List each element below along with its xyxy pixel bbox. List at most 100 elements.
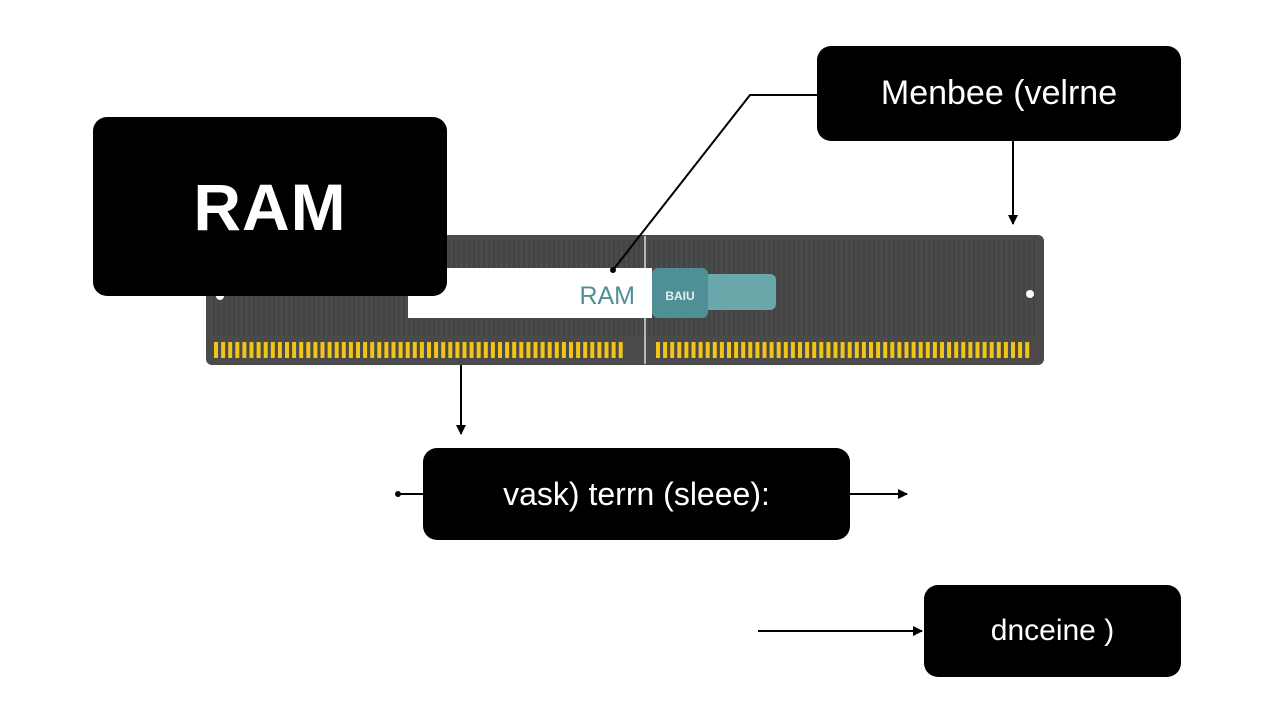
module-sticker-text: RAM [579,282,635,310]
gold-contact [554,342,559,358]
gold-contact [790,342,795,358]
callout-top-text: Menbee (velrne [880,74,1118,112]
gold-contact [334,342,339,358]
gold-contact [419,342,424,358]
gold-contact [1003,342,1008,358]
gold-contact [214,342,218,358]
gold-contact [705,342,710,358]
gold-contact [840,342,845,358]
gold-contact [285,342,289,358]
gold-contact [719,342,724,358]
gold-contact [348,342,353,358]
gold-contact [890,342,895,358]
gold-contact [483,342,488,358]
gold-contact [434,342,439,358]
gold-contact [1018,342,1023,358]
gold-contact [249,342,254,358]
gold-contact [911,342,916,358]
gold-contact [684,342,689,358]
gold-contact [947,342,952,358]
gold-contact [512,342,517,358]
gold-contact [228,342,233,358]
gold-contact [462,342,467,358]
gold-contact [734,342,739,358]
gold-contact [412,342,417,358]
gold-contact [533,342,538,358]
gold-contact [590,342,595,358]
callout-middle-text: vask) terrn (sleee): [503,475,770,512]
gold-contact [561,342,566,358]
gold-contact [370,342,375,358]
gold-contact [954,342,959,358]
gold-contact [847,342,852,358]
gold-contact [904,342,909,358]
gold-contact [854,342,859,358]
gold-contact [597,342,602,358]
gold-contact [547,342,552,358]
gold-contact [925,342,930,358]
gold-contact [505,342,510,358]
gold-contact [618,342,623,358]
gold-contact [656,342,660,358]
gold-contact [270,342,275,358]
gold-contact [961,342,966,358]
gold-contact [526,342,531,358]
gold-contact [384,342,389,358]
gold-contact [313,342,318,358]
gold-contact [356,342,360,358]
module-tab-extension [700,274,776,310]
gold-contact [292,342,297,358]
ram-title-text: RAM [193,169,347,244]
gold-contact [398,342,403,358]
module-tab-text: BAIU [665,289,694,303]
gold-contact [812,342,817,358]
gold-contact [469,342,474,358]
gold-contact [363,342,368,358]
gold-contact [221,342,226,358]
gold-contact [826,342,831,358]
gold-contact [576,342,581,358]
gold-contact [783,342,788,358]
module-tab [652,268,708,318]
gold-contact [441,342,446,358]
gold-contact [996,342,1001,358]
gold-contact [968,342,973,358]
gold-contact [798,342,802,358]
gold-contact [940,342,944,358]
gold-contact [1025,342,1030,358]
gold-contact [569,342,573,358]
callout-top-box: Menbee (velrne [817,46,1181,141]
gold-contact [982,342,987,358]
gold-contact [883,342,888,358]
gold-contact [748,342,753,358]
gold-contact [975,342,980,358]
gold-contact [1011,342,1015,358]
gold-contact [476,342,481,358]
gold-contact [277,342,282,358]
gold-contact [776,342,781,358]
gold-contact [448,342,453,358]
gold-contact [805,342,810,358]
gold-contact [762,342,767,358]
gold-contact [861,342,866,358]
ram-title-box: RAM [93,117,447,296]
gold-contact [769,342,774,358]
gold-contact [341,342,346,358]
gold-contact [320,342,325,358]
module-hole-right [1026,290,1034,298]
gold-contact [377,342,382,358]
gold-contact [242,342,247,358]
gold-contact [490,342,495,358]
gold-contact [604,342,609,358]
gold-contact [691,342,696,358]
gold-contact [741,342,746,358]
gold-contact [306,342,311,358]
gold-contact [583,342,588,358]
gold-contact [712,342,717,358]
gold-contact [235,342,240,358]
callout-middle-box: vask) terrn (sleee): [423,448,850,540]
gold-contact [299,342,304,358]
module-sticker [408,268,652,318]
gold-contact [455,342,460,358]
gold-contact [918,342,923,358]
